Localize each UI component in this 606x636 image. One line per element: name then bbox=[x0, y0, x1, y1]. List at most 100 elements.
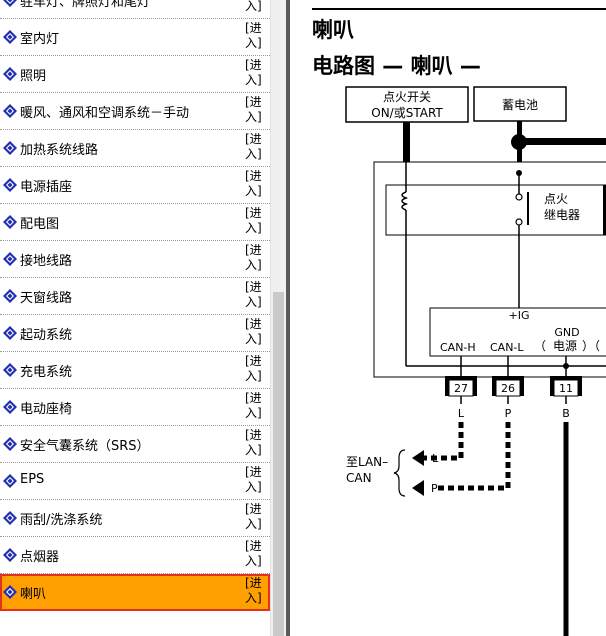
wire-ignition-feed bbox=[403, 122, 410, 162]
gnd-terminal-label: GND bbox=[554, 326, 579, 339]
connector-11: 11 bbox=[550, 376, 582, 397]
wire-battery-down bbox=[517, 148, 522, 162]
diamond-doc-icon bbox=[3, 511, 17, 525]
nav-item-enter-link[interactable]: [进入] bbox=[245, 576, 262, 605]
nav-item-label[interactable]: 驻车灯、牌照灯和尾灯 bbox=[20, 0, 151, 10]
page-title: 喇叭 bbox=[312, 18, 354, 42]
nav-item-label[interactable]: 点烟器 bbox=[20, 550, 60, 565]
nav-item-12[interactable]: 安全气囊系统（SRS） [进入] bbox=[0, 426, 270, 463]
connector-27: 27 bbox=[445, 376, 477, 397]
diamond-doc-icon bbox=[3, 0, 17, 7]
nav-item-enter-link[interactable]: [进入] bbox=[245, 243, 262, 272]
relay-contact-lower bbox=[515, 218, 523, 226]
nav-item-enter-link[interactable]: [进入] bbox=[245, 428, 262, 457]
nav-item-enter-link[interactable]: [进入] bbox=[245, 0, 262, 13]
nav-item-8[interactable]: 天窗线路 [进入] bbox=[0, 278, 270, 315]
nav-item-enter-link[interactable]: [进入] bbox=[245, 391, 262, 420]
relay-coil-icon bbox=[401, 191, 409, 211]
nav-item-7[interactable]: 接地线路 [进入] bbox=[0, 241, 270, 278]
control-unit-box bbox=[429, 307, 606, 357]
paren-open: （ bbox=[534, 339, 546, 353]
battery-label: 蓄电池 bbox=[502, 98, 538, 112]
relay-right-edge bbox=[603, 185, 606, 235]
wire-can-l bbox=[422, 422, 464, 461]
diamond-doc-icon bbox=[3, 141, 17, 155]
wire-b-label: B bbox=[562, 407, 570, 420]
diamond-doc-icon bbox=[3, 67, 17, 81]
nav-item-label[interactable]: 起动系统 bbox=[20, 328, 73, 343]
nav-item-16[interactable]: 喇叭 [进入] bbox=[0, 574, 270, 611]
nav-item-0[interactable]: 驻车灯、牌照灯和尾灯 [进入] bbox=[0, 0, 270, 19]
nav-item-10[interactable]: 充电系统 [进入] bbox=[0, 352, 270, 389]
nav-item-enter-link[interactable]: [进入] bbox=[245, 132, 262, 161]
nav-item-5[interactable]: 电源插座 [进入] bbox=[0, 167, 270, 204]
nav-item-label[interactable]: 喇叭 bbox=[20, 587, 47, 602]
nav-item-enter-link[interactable]: [进入] bbox=[245, 465, 262, 494]
relay-label-2: 继电器 bbox=[544, 208, 580, 222]
diamond-doc-icon bbox=[3, 289, 17, 303]
nav-item-label[interactable]: 照明 bbox=[20, 69, 47, 84]
nav-item-label[interactable]: 电动座椅 bbox=[20, 402, 73, 417]
nav-item-11[interactable]: 电动座椅 [进入] bbox=[0, 389, 270, 426]
ignition-switch-label: 点火开关 bbox=[383, 90, 431, 104]
nav-item-enter-link[interactable]: [进入] bbox=[245, 280, 262, 309]
power-label: 电源 bbox=[553, 339, 577, 353]
diamond-doc-icon bbox=[3, 585, 17, 599]
nav-scrollbar[interactable] bbox=[270, 0, 286, 636]
nav-item-enter-link[interactable]: [进入] bbox=[245, 539, 262, 568]
nav-panel: 驻车灯、牌照灯和尾灯 [进入] 室内灯 [进入] 照明 [进入] 暖风、通风和空… bbox=[0, 0, 270, 636]
relay-contact-upper bbox=[515, 193, 523, 201]
diamond-doc-icon bbox=[3, 437, 17, 451]
nav-item-label[interactable]: 充电系统 bbox=[20, 365, 73, 380]
arrow-l-label: L bbox=[432, 452, 439, 465]
diamond-doc-icon bbox=[3, 178, 17, 192]
nav-item-enter-link[interactable]: [进入] bbox=[245, 502, 262, 531]
nav-item-enter-link[interactable]: [进入] bbox=[245, 354, 262, 383]
nav-item-label[interactable]: 加热系统线路 bbox=[20, 143, 99, 158]
nav-item-label[interactable]: 暖风、通风和空调系统－手动 bbox=[20, 106, 190, 121]
nav-item-label[interactable]: EPS bbox=[20, 472, 45, 487]
nav-item-enter-link[interactable]: [进入] bbox=[245, 317, 262, 346]
wire-p-label: P bbox=[505, 407, 512, 420]
content-pane: 喇叭 电路图 — 喇叭 — 点火开关 ON/或START 蓄电池 点火 继电器 bbox=[290, 0, 606, 636]
nav-item-3[interactable]: 暖风、通风和空调系统－手动 [进入] bbox=[0, 93, 270, 130]
nav-item-label[interactable]: 电源插座 bbox=[20, 180, 73, 195]
diamond-doc-icon bbox=[3, 363, 17, 377]
nav-item-2[interactable]: 照明 [进入] bbox=[0, 56, 270, 93]
diamond-doc-icon bbox=[3, 215, 17, 229]
diamond-doc-icon bbox=[3, 400, 17, 414]
nav-item-14[interactable]: 雨刮/洗涤系统 [进入] bbox=[0, 500, 270, 537]
nav-item-9[interactable]: 起动系统 [进入] bbox=[0, 315, 270, 352]
pane-divider[interactable] bbox=[286, 0, 290, 636]
nav-item-15[interactable]: 点烟器 [进入] bbox=[0, 537, 270, 574]
nav-item-label[interactable]: 配电图 bbox=[20, 217, 60, 232]
arrow-p-label: P bbox=[431, 482, 438, 495]
nav-item-enter-link[interactable]: [进入] bbox=[245, 206, 262, 235]
relay-label: 点火 bbox=[544, 192, 568, 206]
nav-item-enter-link[interactable]: [进入] bbox=[245, 169, 262, 198]
connector-11-label: 11 bbox=[559, 382, 573, 395]
diamond-doc-icon bbox=[3, 548, 17, 562]
connector-27-label: 27 bbox=[454, 382, 468, 395]
diamond-doc-icon bbox=[3, 104, 17, 118]
diamond-doc-icon bbox=[3, 252, 17, 266]
nav-item-label[interactable]: 接地线路 bbox=[20, 254, 73, 269]
nav-item-enter-link[interactable]: [进入] bbox=[245, 95, 262, 124]
nav-item-label[interactable]: 安全气囊系统（SRS） bbox=[20, 439, 150, 454]
nav-item-enter-link[interactable]: [进入] bbox=[245, 58, 262, 87]
nav-item-label[interactable]: 室内灯 bbox=[20, 32, 60, 47]
nav-item-4[interactable]: 加热系统线路 [进入] bbox=[0, 130, 270, 167]
can-l-label: CAN-L bbox=[490, 341, 524, 354]
nav-scrollbar-thumb[interactable] bbox=[273, 292, 284, 636]
wiring-diagram: 点火开关 ON/或START 蓄电池 点火 继电器 +IG GND CAN-H … bbox=[345, 86, 606, 636]
nav-item-enter-link[interactable]: [进入] bbox=[245, 21, 262, 50]
nav-item-1[interactable]: 室内灯 [进入] bbox=[0, 19, 270, 56]
connector-26: 26 bbox=[492, 376, 524, 397]
nav-item-13[interactable]: EPS [进入] bbox=[0, 463, 270, 500]
nav-item-label[interactable]: 雨刮/洗涤系统 bbox=[20, 513, 103, 528]
nav-item-label[interactable]: 天窗线路 bbox=[20, 291, 73, 306]
diamond-doc-icon bbox=[3, 474, 17, 488]
nav-item-6[interactable]: 配电图 [进入] bbox=[0, 204, 270, 241]
diagram-title: 电路图 — 喇叭 — bbox=[312, 54, 481, 78]
connector-26-label: 26 bbox=[501, 382, 515, 395]
